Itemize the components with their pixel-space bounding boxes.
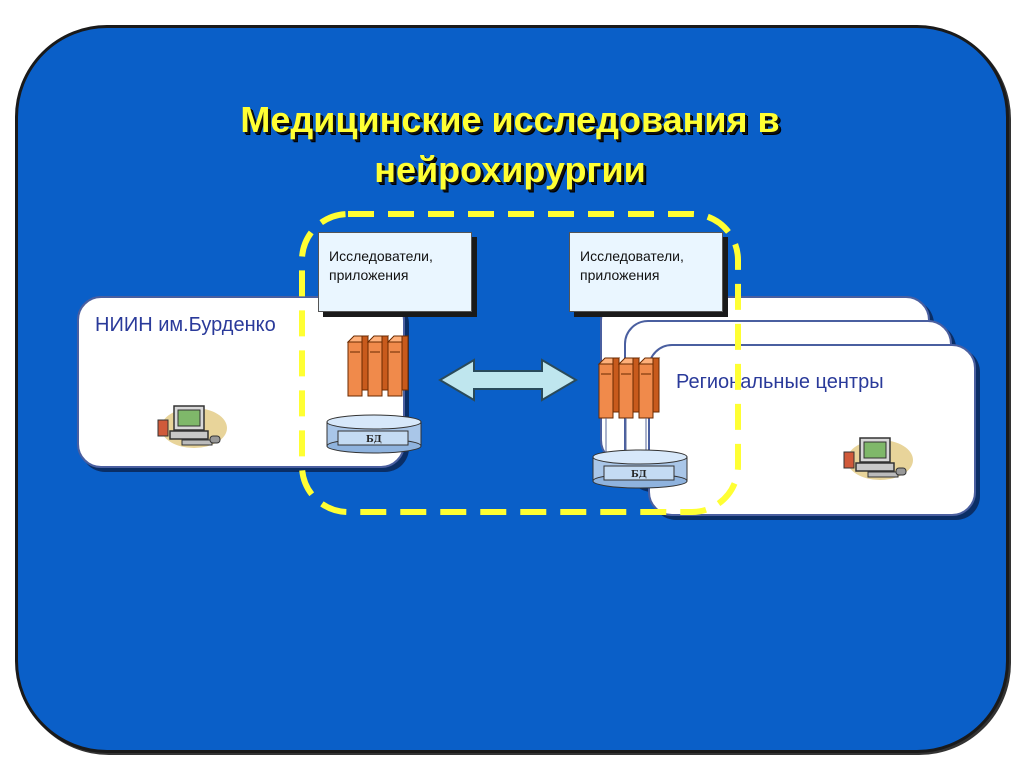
double-arrow-icon [438,358,578,402]
left-computer-icon [157,405,227,448]
right-computer-icon [843,437,913,480]
title-line-1: Медицинские исследования в [240,99,780,140]
regional-centers-label: Региональные центры [676,371,884,393]
right-database-label: БД [631,470,647,480]
left-database-label: БД [366,435,382,445]
title-line-2: нейрохирургии [374,149,646,190]
left-database-icon [326,414,422,454]
right-server-icon [597,357,661,419]
left-institute-label: НИИН им.Бурденко [95,314,276,336]
regional-card-front [648,344,976,516]
left-researchers-note: Исследователи, приложения [318,232,472,312]
left-server-icon [346,335,410,397]
right-researchers-note: Исследователи, приложения [569,232,723,312]
right-database-icon [592,449,688,489]
slide-title: Медицинские исследования в нейрохирургии [150,95,870,195]
right-connector-lines [605,418,647,454]
